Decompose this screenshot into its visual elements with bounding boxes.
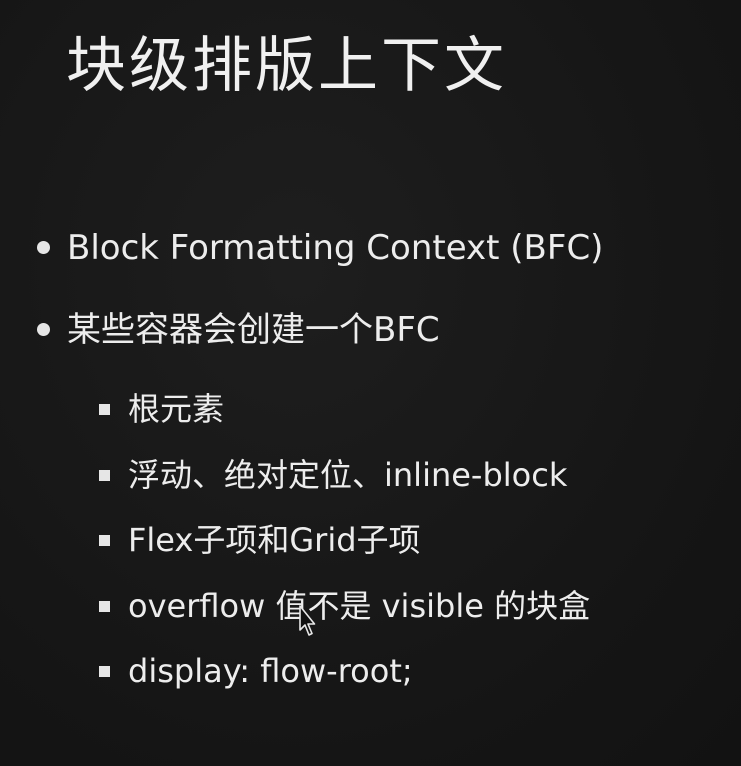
- bullet-square-icon: [99, 666, 110, 677]
- text-cursor-icon: [299, 605, 316, 636]
- bullet-dot-icon: [37, 241, 50, 254]
- list-item: overflow 值不是 visible 的块盒: [95, 584, 590, 628]
- list-item: Flex子项和Grid子项: [95, 518, 590, 562]
- bullet-square-icon: [99, 535, 110, 546]
- bullet-dot-icon: [37, 323, 50, 336]
- sub-bullet-list: 根元素 浮动、绝对定位、inline-block Flex子项和Grid子项 o…: [95, 387, 590, 715]
- list-item: display: flow-root;: [95, 649, 590, 693]
- sub-bullet-text: 根元素: [128, 390, 225, 428]
- bullet-square-icon: [99, 469, 110, 481]
- bullet-text: 某些容器会创建一个BFC: [67, 310, 440, 350]
- list-item: 某些容器会创建一个BFC: [34, 306, 603, 354]
- bullet-square-icon: [99, 600, 110, 612]
- sub-bullet-text: display: flow-root;: [128, 652, 413, 690]
- bullet-text: Block Formatting Context (BFC): [67, 228, 604, 268]
- sub-bullet-text: 浮动、绝对定位、inline-block: [128, 455, 568, 494]
- sub-bullet-text: Flex子项和Grid子项: [128, 521, 421, 559]
- sub-bullet-text: overflow 值不是 visible 的块盒: [128, 586, 591, 625]
- bullet-list: Block Formatting Context (BFC) 某些容器会创建一个…: [34, 224, 603, 388]
- list-item: Block Formatting Context (BFC): [34, 224, 603, 272]
- list-item: 根元素: [95, 387, 590, 431]
- slide-title: 块级排版上下文: [66, 31, 507, 101]
- list-item: 浮动、绝对定位、inline-block: [95, 453, 590, 497]
- bullet-square-icon: [99, 404, 110, 415]
